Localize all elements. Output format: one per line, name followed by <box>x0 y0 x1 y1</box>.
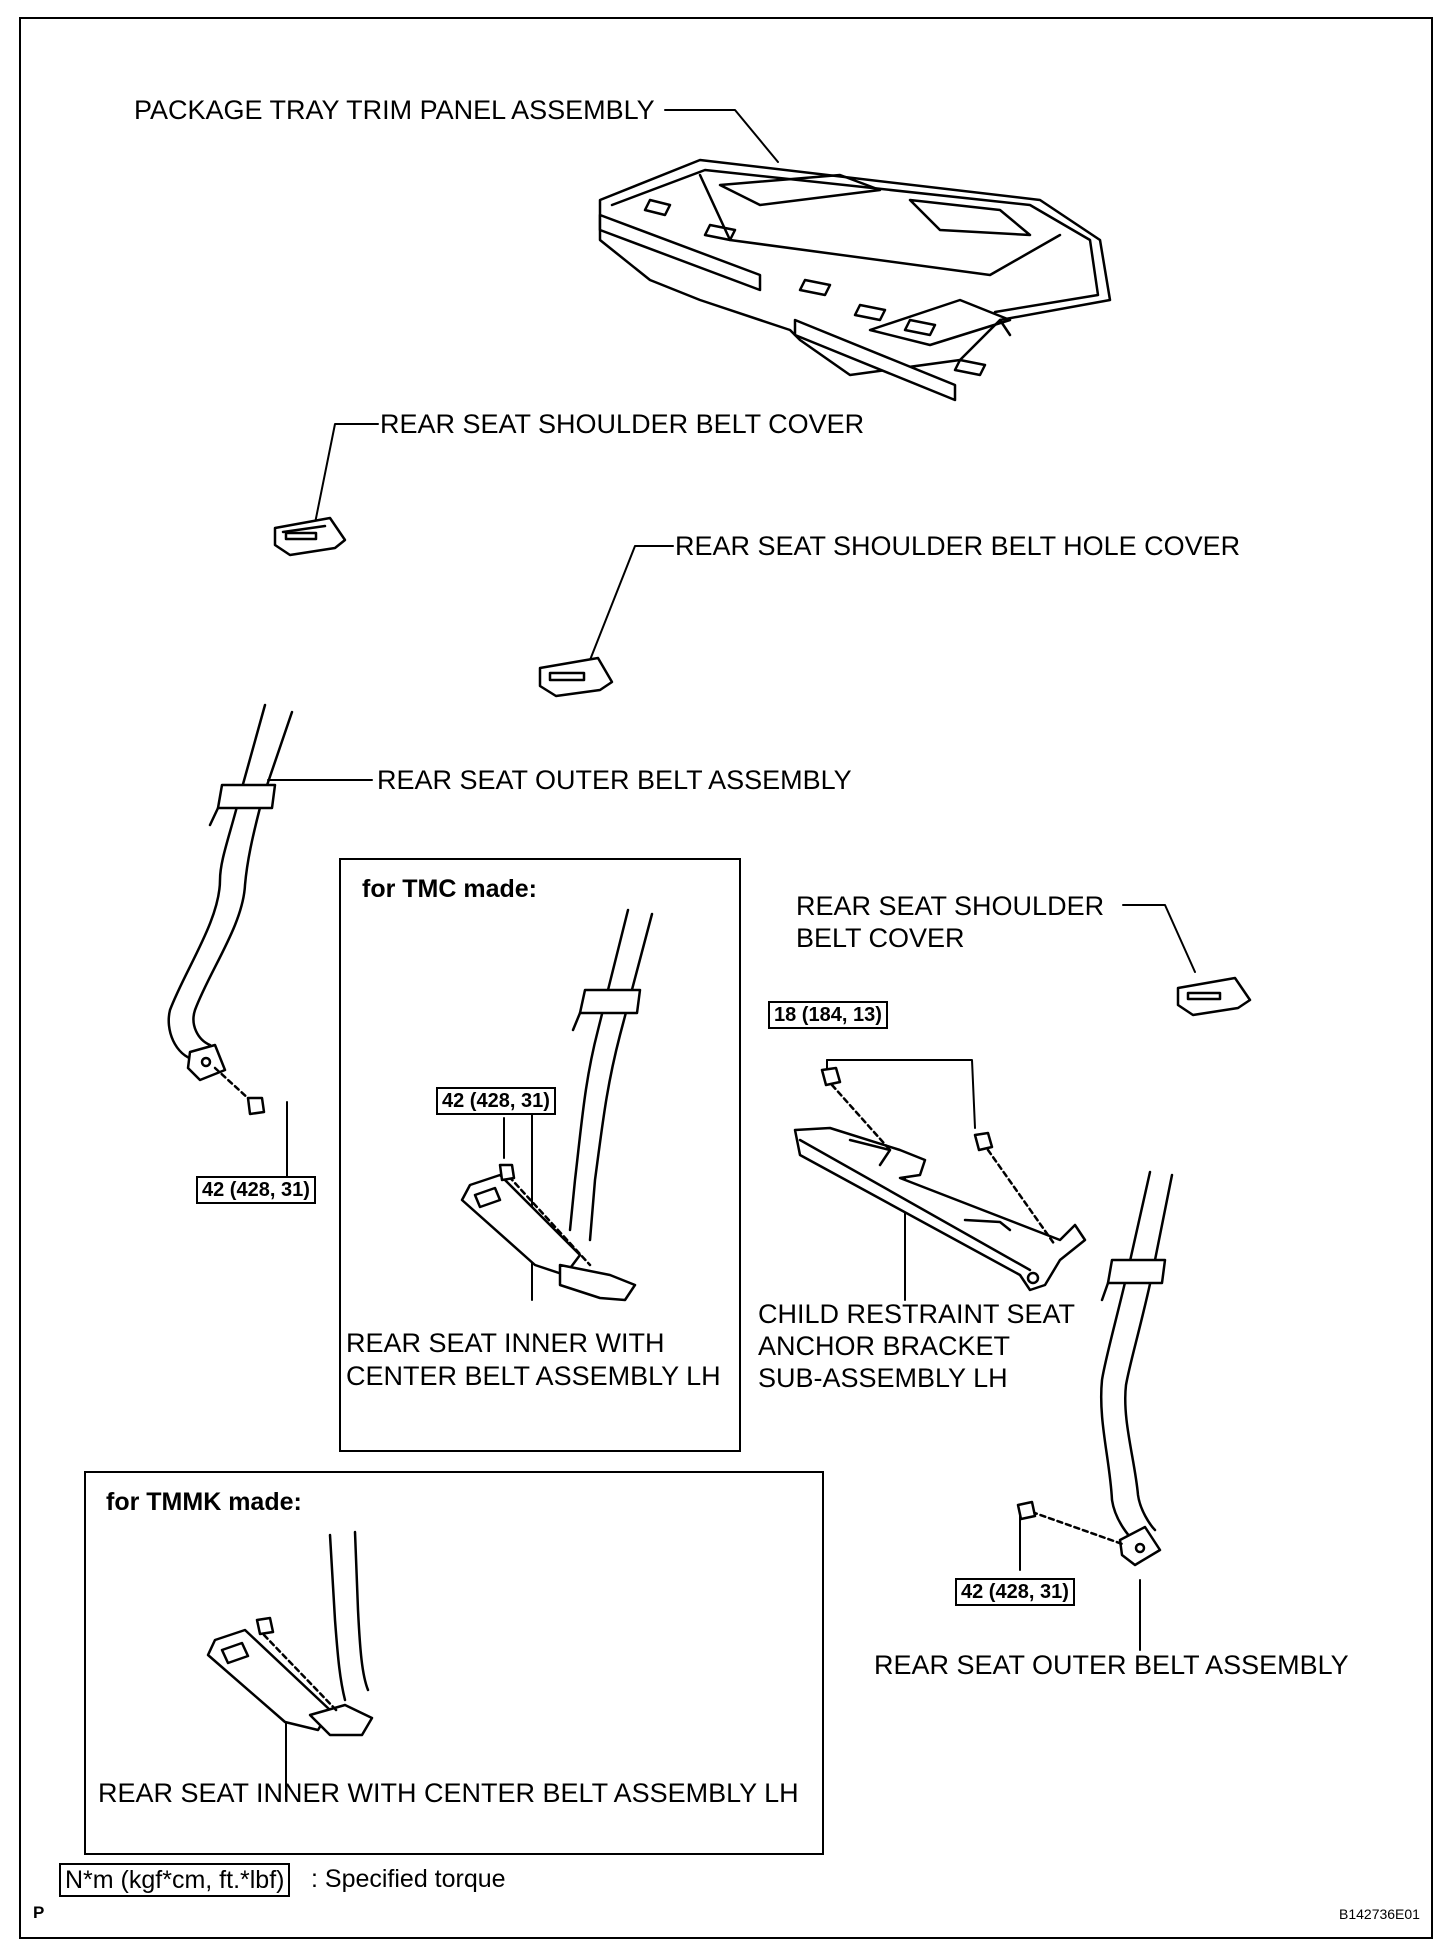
package-tray-drawing <box>598 158 1112 402</box>
shoulder-belt-cover-2-drawing <box>1176 976 1252 1017</box>
tmmk-box-title: for TMMK made: <box>106 1488 302 1516</box>
tmc-made-box <box>339 858 741 1452</box>
label-child-bracket-line3: SUB-ASSEMBLY LH <box>758 1363 1008 1393</box>
label-child-bracket-line1: CHILD RESTRAINT SEAT <box>758 1299 1076 1329</box>
leader-lines <box>267 109 1196 1801</box>
torque-outer-left: 42 (428, 31) <box>196 1176 316 1204</box>
shoulder-belt-cover-1-drawing <box>273 516 347 557</box>
label-inner-belt-tmmk: REAR SEAT INNER WITH CENTER BELT ASSEMBL… <box>98 1778 799 1808</box>
corner-mark: P <box>33 1903 45 1922</box>
label-shoulder-belt-cover-2-line1: REAR SEAT SHOULDER <box>796 891 1105 921</box>
label-shoulder-belt-hole-cover: REAR SEAT SHOULDER BELT HOLE COVER <box>675 531 1241 561</box>
tmc-inner-belt-drawing <box>460 908 654 1302</box>
child-restraint-bracket-drawing <box>793 1066 1087 1292</box>
diagram-frame <box>19 17 1433 1939</box>
legend-torque-text: : Specified torque <box>311 1865 506 1893</box>
label-inner-belt-tmc-line2: CENTER BELT ASSEMBLY LH <box>346 1361 721 1391</box>
label-shoulder-belt-cover-2-line2: BELT COVER <box>796 923 965 953</box>
torque-outer-right: 42 (428, 31) <box>955 1578 1075 1606</box>
outer-belt-right-drawing <box>1016 1170 1174 1567</box>
tmc-box-title: for TMC made: <box>362 875 537 903</box>
shoulder-belt-hole-cover-drawing <box>538 656 614 698</box>
label-inner-belt-tmc-line1: REAR SEAT INNER WITH <box>346 1328 665 1358</box>
label-outer-belt-2: REAR SEAT OUTER BELT ASSEMBLY <box>874 1650 1349 1680</box>
label-package-tray: PACKAGE TRAY TRIM PANEL ASSEMBLY <box>134 95 655 125</box>
figure-code: B142736E01 <box>1339 1906 1420 1922</box>
tmmk-made-box <box>84 1471 824 1855</box>
label-shoulder-belt-cover-1: REAR SEAT SHOULDER BELT COVER <box>380 409 865 439</box>
tmmk-inner-belt-drawing <box>206 1530 374 1737</box>
label-child-bracket-line2: ANCHOR BRACKET <box>758 1331 1011 1361</box>
outer-belt-left-drawing <box>167 703 294 1116</box>
torque-tmc-inner: 42 (428, 31) <box>436 1087 556 1115</box>
torque-bracket: 18 (184, 13) <box>768 1001 888 1029</box>
label-outer-belt-1: REAR SEAT OUTER BELT ASSEMBLY <box>377 765 852 795</box>
legend-torque-unit: N*m (kgf*cm, ft.*lbf) <box>59 1863 291 1897</box>
